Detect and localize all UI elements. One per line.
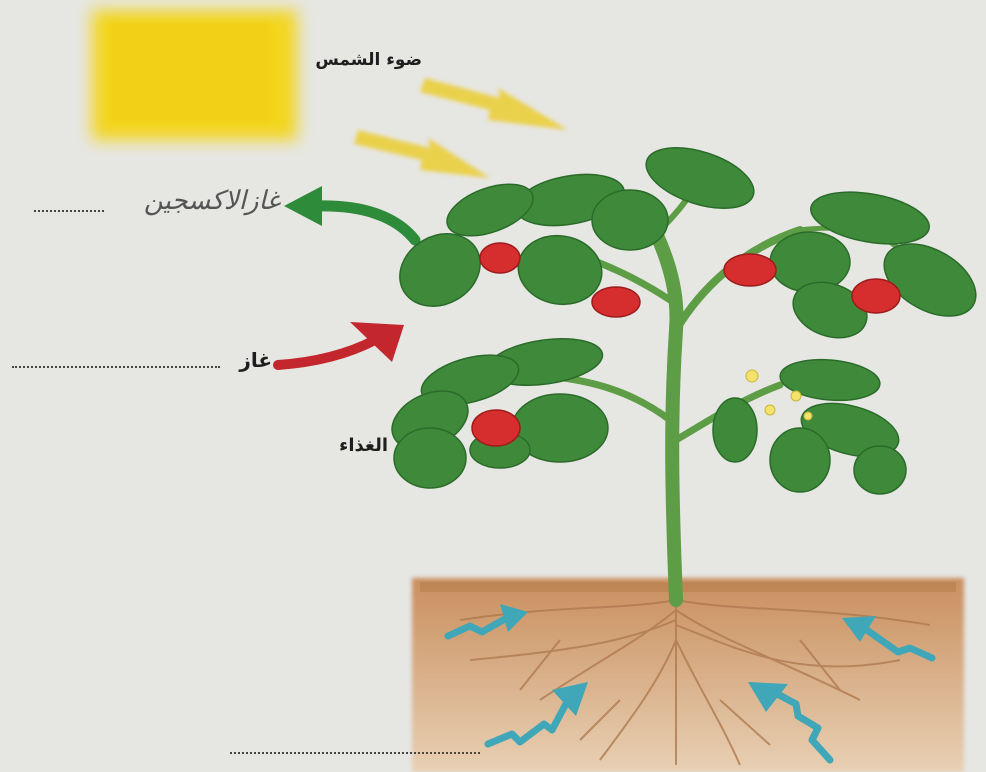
answer-line-gas xyxy=(12,366,220,368)
sunlight-arrows xyxy=(354,78,568,178)
oxygen-arrow xyxy=(284,186,415,240)
gas-label: غاز xyxy=(222,348,272,372)
sunlight-label: ضوء الشمس xyxy=(262,50,422,70)
sun-icon xyxy=(92,10,297,140)
arrow-icon xyxy=(354,130,490,178)
answer-line-water xyxy=(230,752,480,754)
food-label: الغذاء xyxy=(300,435,388,456)
gas-arrow xyxy=(278,322,404,365)
arrow-icon xyxy=(420,78,568,130)
answer-line-oxygen xyxy=(34,210,104,212)
